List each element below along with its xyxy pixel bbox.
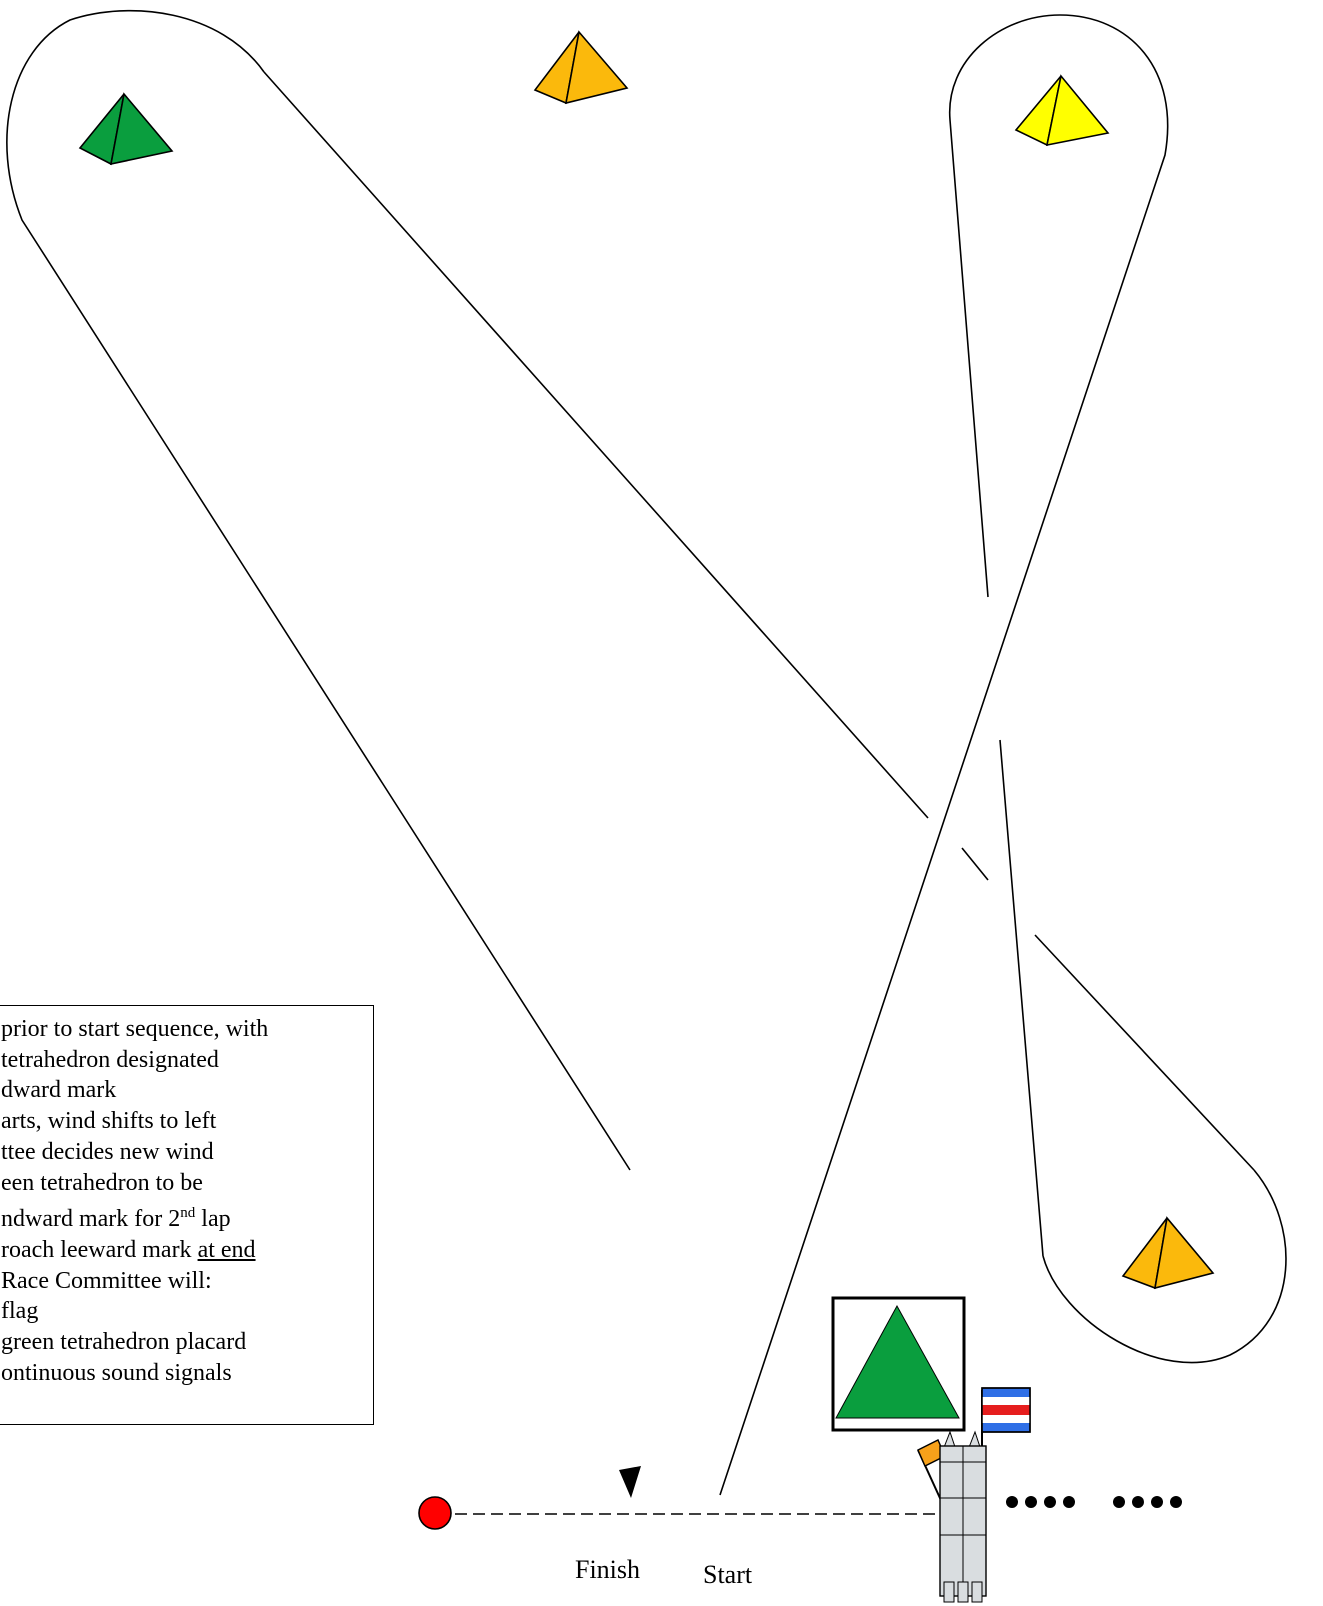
orange-tetrahedron-icon bbox=[1123, 1218, 1213, 1288]
note-line: dward mark bbox=[0, 1075, 353, 1106]
boat-dot bbox=[1113, 1496, 1125, 1508]
instructions-note-text: prior to start sequence, with tetrahedro… bbox=[0, 1014, 353, 1388]
yellow-tetrahedron-icon bbox=[1016, 76, 1108, 145]
code-flag-c-icon bbox=[982, 1388, 1030, 1506]
green-tetrahedron-icon bbox=[80, 94, 172, 164]
boat-dot bbox=[1170, 1496, 1182, 1508]
committee-boat-icon bbox=[940, 1432, 986, 1602]
note-line: arts, wind shifts to left bbox=[0, 1106, 353, 1137]
finish-label: Finish bbox=[575, 1555, 640, 1585]
note-line: een tetrahedron to be bbox=[0, 1168, 353, 1199]
finish-arrowhead bbox=[619, 1466, 641, 1498]
note-line: green tetrahedron placard bbox=[0, 1327, 353, 1358]
note-line: ttee decides new wind bbox=[0, 1137, 353, 1168]
boat-dot bbox=[1044, 1496, 1056, 1508]
boat-dot bbox=[1006, 1496, 1018, 1508]
course-leg-vertical-upper bbox=[720, 15, 1168, 1495]
orange-tetrahedron-icon bbox=[535, 32, 627, 103]
note-line-text: roach leeward mark bbox=[1, 1237, 198, 1263]
course-leg-vertical-lower bbox=[1000, 740, 1043, 1256]
boat-dot bbox=[1063, 1496, 1075, 1508]
green-triangle-placard-icon bbox=[833, 1298, 964, 1430]
note-line: tetrahedron designated bbox=[0, 1045, 353, 1076]
note-line: flag bbox=[0, 1296, 353, 1327]
pin-buoy-icon bbox=[419, 1497, 451, 1529]
note-line: prior to start sequence, with bbox=[0, 1014, 353, 1045]
course-leg-diagonal-2 bbox=[962, 848, 988, 880]
note-line: Race Committee will: bbox=[0, 1266, 353, 1297]
course-leg-diagonal-3 bbox=[1035, 935, 1254, 1170]
note-line: ndward mark for 2nd lap bbox=[0, 1198, 353, 1235]
note-line: ontinuous sound signals bbox=[0, 1358, 353, 1389]
start-label: Start bbox=[703, 1560, 752, 1590]
note-superscript: nd bbox=[180, 1205, 195, 1221]
boat-dot bbox=[1132, 1496, 1144, 1508]
instructions-note-box: prior to start sequence, with tetrahedro… bbox=[0, 1005, 374, 1425]
note-line: roach leeward mark at end bbox=[0, 1235, 353, 1266]
boat-dots-group bbox=[1006, 1496, 1182, 1508]
boat-dot bbox=[1151, 1496, 1163, 1508]
course-leg-diagonal-1 bbox=[264, 72, 928, 818]
note-line-text: een tetrahedron to be bbox=[1, 1170, 203, 1196]
boat-dot bbox=[1025, 1496, 1037, 1508]
course-loop-left bbox=[7, 11, 630, 1170]
note-line-text: ndward mark for 2 bbox=[1, 1206, 180, 1232]
note-underlined-text: at end bbox=[198, 1237, 256, 1263]
note-line-text: lap bbox=[195, 1206, 230, 1232]
